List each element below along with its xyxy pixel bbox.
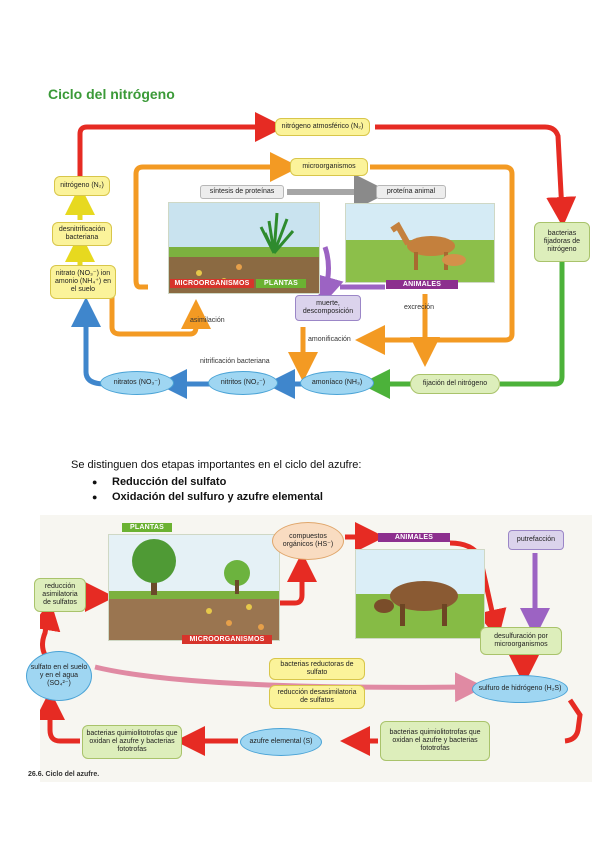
arrow-to-atmosphere — [77, 112, 285, 177]
sulfur-microorganisms-tag: MICROORGANISMOS — [182, 635, 272, 644]
dissimilatory-reduction-box: reducción desasimilatoria de sulfatos — [269, 685, 365, 709]
death-decomposition-box: muerte, descomposición — [295, 295, 361, 321]
desulfurization-box: desulfuración por microorganismos — [480, 627, 562, 655]
plants-tag: PLANTAS — [256, 279, 306, 288]
arrow-nitrates-up — [71, 297, 106, 387]
bullet-sulfate-reduction: Reducción del sulfato — [92, 475, 323, 490]
cow-illustration — [355, 549, 485, 639]
excretion-label: excreción — [404, 304, 434, 311]
chemolithotroph-right-box: bacterias quimiolitotrofas que oxidan el… — [380, 721, 490, 761]
nitrogen-arrows — [65, 112, 577, 399]
animals-tag: ANIMALES — [386, 280, 458, 289]
protein-synthesis-box: síntesis de proteínas — [200, 185, 284, 199]
elemental-sulfur-oval: azufre elemental (S) — [240, 728, 322, 756]
arrow-to-fixing-bacteria — [375, 124, 577, 227]
nitrogen-fixation-box: fijación del nitrógeno — [410, 374, 500, 394]
nitrogen-cycle-title: Ciclo del nitrógeno — [48, 86, 175, 102]
arrow-sulfate-to-h2s — [94, 664, 485, 703]
putrefaction-box: putrefacción — [508, 530, 564, 550]
sulfur-plants-tag: PLANTAS — [122, 523, 172, 532]
arrow-fixation — [500, 262, 565, 387]
arrow-chemo-to-sulfate — [40, 690, 80, 744]
sulfur-intro-text: Se distinguen dos etapas importantes en … — [71, 459, 362, 471]
bullet-sulfide-oxidation: Oxidación del sulfuro y azufre elemental — [92, 490, 323, 505]
arrow-assimilation — [109, 277, 211, 337]
fixing-bacteria-box: bacterias fijadoras de nitrógeno — [534, 222, 590, 262]
microorganisms-box: microorganismos — [290, 158, 368, 176]
organic-compounds-oval: compuestos orgánicos (HS⁻) — [272, 522, 344, 560]
nitrogen-cycle-diagram: Ciclo del nitrógeno — [40, 72, 592, 402]
arrow-h2s-down — [564, 698, 583, 744]
nitrates-oval: nitratos (NO₃⁻) — [100, 371, 174, 395]
arrow-to-microorganisms — [133, 152, 300, 290]
ammonia-oval: amoníaco (NH₃) — [300, 371, 374, 395]
arrow-death-plants — [314, 246, 344, 307]
arrow-microorganisms-down — [355, 164, 515, 355]
chemolithotroph-left-box: bacterias quimiolitotrofas que oxidan el… — [82, 725, 182, 759]
atmospheric-nitrogen-box: nitrógeno atmosférico (N₂) — [275, 118, 370, 136]
assimilation-label: asimilación — [190, 317, 225, 324]
nitrate-ammonium-box: nitrato (NO₃⁻) ion amonio (NH₄⁺) en el s… — [50, 265, 116, 299]
arrow-left-up — [40, 600, 61, 657]
assimilatory-reduction-box: reducción asimilatoria de sulfatos — [34, 578, 86, 612]
denitrification-box: desnitrificación bacteriana — [52, 222, 112, 246]
hydrogen-sulfide-oval: sulfuro de hidrógeno (H₂S) — [472, 675, 568, 703]
animal-protein-box: proteína animal — [376, 185, 446, 199]
nitrites-oval: nitritos (NO₂⁻) — [208, 371, 278, 395]
tree-soil-illustration — [108, 534, 280, 641]
sulfur-stages-list: Reducción del sulfato Oxidación del sulf… — [92, 475, 323, 505]
ammonification-label: amonificación — [308, 336, 351, 343]
sulfur-cycle-diagram: PLANTAS MICROORGANISMOS ANIMALES reducci… — [26, 515, 592, 782]
sulfur-figure-caption: 26.6. Ciclo del azufre. — [28, 771, 100, 778]
reducing-bacteria-box: bacterias reductoras de sulfato — [269, 658, 365, 680]
nitrification-label: nitrificación bacteriana — [200, 358, 270, 365]
nitrogen-n2-box: nitrógeno (N₂) — [54, 176, 110, 196]
deer-illustration — [345, 203, 495, 283]
arrow-to-organic — [280, 552, 317, 606]
microorganisms-tag: MICROORGANISMOS — [170, 279, 254, 288]
sulfate-oval: sulfato en el suelo y en el agua (SO₄²⁻) — [26, 651, 92, 701]
sulfur-animals-tag: ANIMALES — [378, 533, 450, 542]
